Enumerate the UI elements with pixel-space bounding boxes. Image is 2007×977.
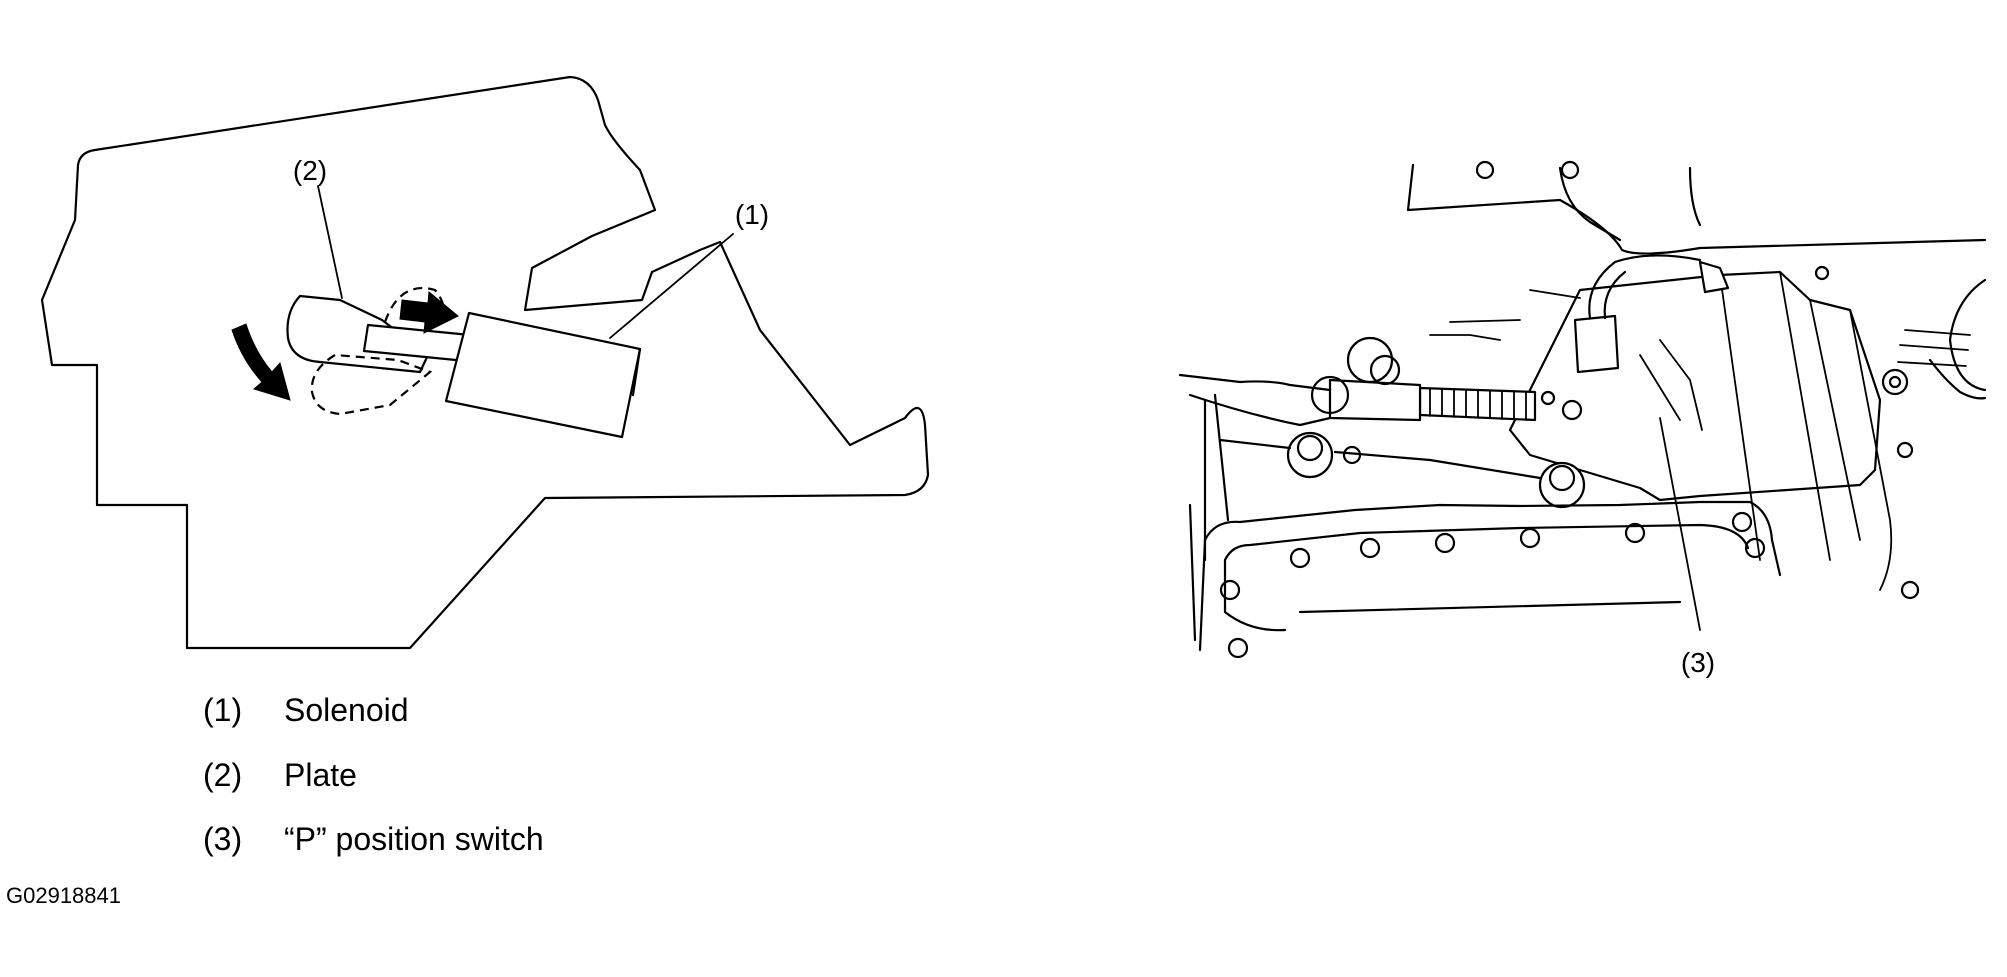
legend-num-1: (1)	[203, 692, 242, 728]
legend-num-3: (3)	[203, 821, 242, 857]
plate-dashed-position	[310, 353, 433, 416]
p-position-switch-illustration: (3)	[1178, 160, 1987, 678]
leader-2	[317, 185, 343, 299]
legend-num-2: (2)	[203, 757, 242, 793]
callout-plate: (2)	[293, 155, 327, 186]
plate	[286, 294, 430, 374]
housing-outline	[40, 75, 930, 650]
legend-text-3: “P” position switch	[284, 821, 544, 857]
callout-p-switch: (3)	[1681, 647, 1715, 678]
callout-solenoid: (1)	[735, 199, 769, 230]
solenoid-plate-illustration: (1) (2)	[40, 75, 930, 650]
legend-text-2: Plate	[284, 757, 357, 793]
solenoid-rod	[362, 323, 472, 363]
curved-arrow	[231, 323, 291, 401]
leader-3	[1659, 417, 1701, 631]
oil-pan	[1203, 500, 1782, 577]
straight-arrow	[399, 291, 459, 334]
leader-1	[609, 233, 734, 339]
legend: (1) Solenoid (2) Plate (3) “P” position …	[203, 692, 544, 857]
switch-cover	[1508, 270, 1882, 502]
switch-connector	[1573, 314, 1620, 374]
solenoid-body	[444, 311, 642, 439]
legend-text-1: Solenoid	[284, 692, 409, 728]
figure-code: G02918841	[6, 883, 121, 908]
